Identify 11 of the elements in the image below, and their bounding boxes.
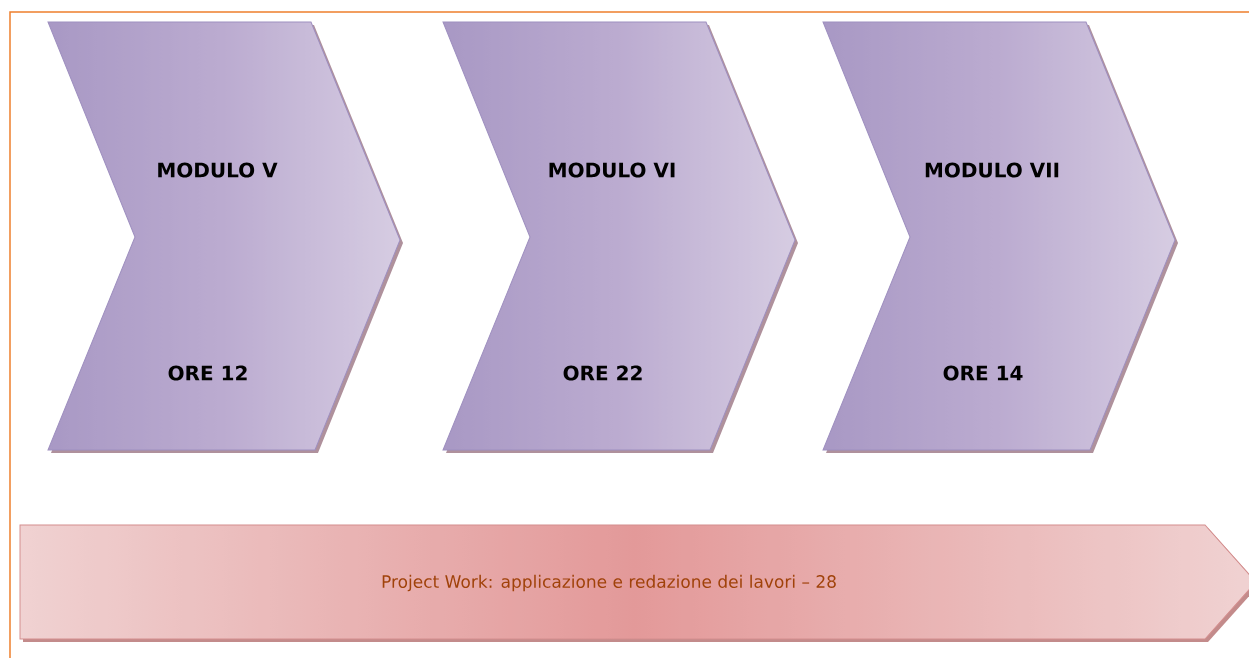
hours-label: ORE 22 [563, 365, 642, 381]
chevron-shape [442, 21, 798, 453]
module-title: MODULO VI [549, 162, 675, 178]
chevron-shape [822, 21, 1178, 453]
hours-label: ORE 14 [943, 365, 1023, 381]
module-title: MODULO V [158, 162, 278, 178]
module-title: MODULO VII [925, 162, 1059, 178]
chevron-shape [47, 21, 403, 453]
band-text: Project Work: applicazione e redazione dei lavori – 28 [382, 574, 836, 592]
hours-label: ORE 12 [168, 365, 247, 381]
arrow-band [19, 524, 1249, 642]
